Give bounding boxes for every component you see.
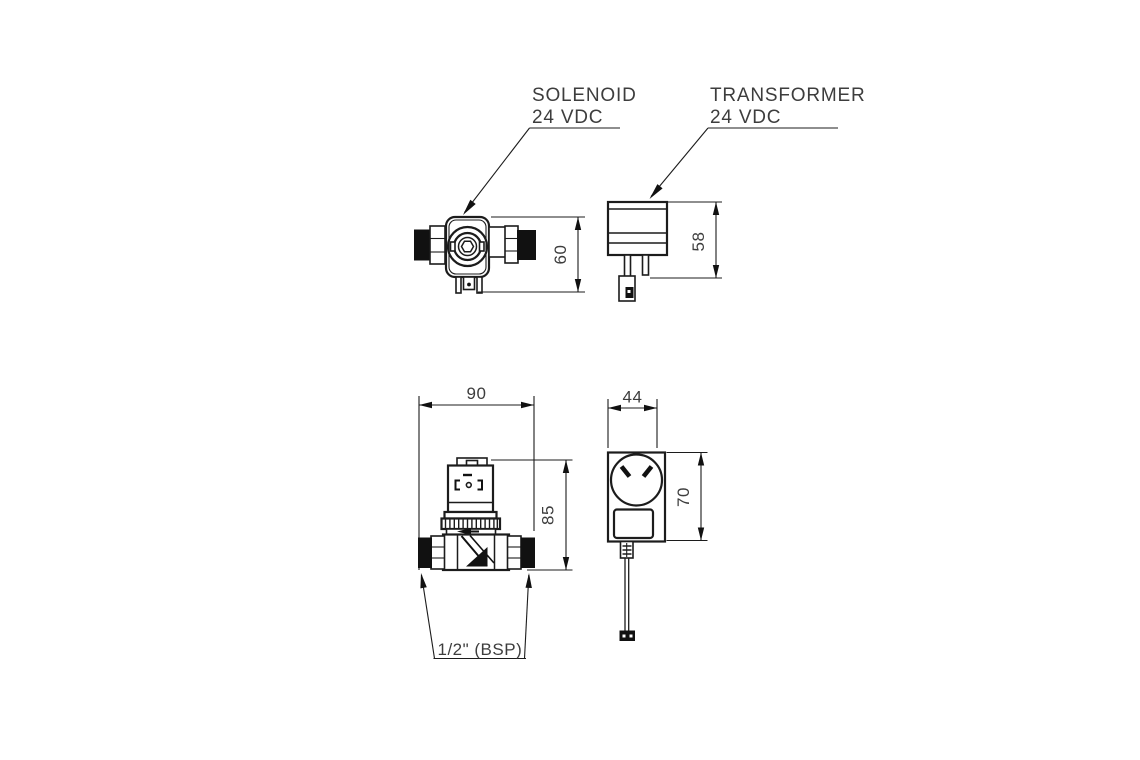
dim60-arrow-up-icon: [574, 217, 582, 230]
knurl-hatching: [444, 518, 498, 529]
cable-end-connector: [619, 630, 635, 641]
transformer-leader-line: [650, 127, 709, 197]
cable-connector-body: [619, 630, 635, 641]
dim70-arrow-up-icon: [697, 452, 705, 466]
transformer-side-pin-right: [641, 254, 650, 276]
transformer-side-body: [606, 200, 669, 257]
dimension-valve-front-width: 90: [418, 384, 535, 570]
dimension-transformer-front-height: 70: [666, 451, 708, 542]
dim85-value: 85: [539, 505, 558, 525]
dim58-arrow-down-icon: [712, 265, 720, 278]
socket-slot-left: [619, 465, 632, 478]
dim90-value: 90: [467, 384, 487, 403]
transformer-side-connector-notch: [627, 290, 631, 293]
solenoid-valve-side-view: [414, 215, 536, 294]
dimension-transformer-side-height: 58: [650, 201, 722, 279]
dimension-transformer-front-width: 44: [607, 388, 658, 448]
valve-internal-passage-line: [460, 535, 488, 567]
transformer-side-pin-left: [623, 254, 632, 278]
dim85-arrow-up-icon: [562, 460, 570, 473]
solenoid-valve-front-view: 90: [418, 384, 573, 660]
valve-side-pin-hole: [467, 282, 471, 287]
thread-size-callout: 1/2" (BSP): [420, 573, 532, 660]
thread-size-label: 1/2" (BSP): [438, 640, 523, 659]
dim44-arrow-right-icon: [644, 404, 657, 412]
transformer-callout-subtitle: 24 VDC: [710, 107, 781, 128]
dim44-arrow-left-icon: [608, 404, 621, 412]
valve-side-face-outer-circle: [446, 225, 489, 268]
transformer-front-view: 44 70: [606, 388, 708, 641]
dim85-arrow-down-icon: [562, 557, 570, 570]
solenoid-callout-subtitle: 24 VDC: [532, 107, 603, 128]
valve-side-right-threaded-pipe: [517, 230, 536, 260]
valve-side-left-hex-nut: [429, 225, 446, 265]
valve-side-left-threaded-pipe: [414, 229, 431, 261]
dimension-valve-front-height: 85: [491, 459, 573, 571]
thread-leader-left: [420, 574, 436, 659]
transformer-callout: TRANSFORMER 24 VDC: [649, 85, 866, 199]
thread-leader-left-arrow-icon: [420, 573, 427, 589]
cable-connector-contact: [629, 634, 633, 638]
socket-slot-right: [641, 465, 654, 478]
dim60-arrow-down-icon: [574, 279, 582, 292]
dim58-arrow-up-icon: [712, 202, 720, 215]
valve-side-face-left-tab: [449, 241, 456, 252]
valve-side-right-boss: [488, 226, 507, 258]
dim90-arrow-left-icon: [419, 401, 432, 409]
cable-connector-contact: [622, 634, 626, 638]
valve-front-right-hex-nut: [506, 535, 522, 570]
dim70-arrow-down-icon: [697, 527, 705, 541]
cable-strain-relief: [619, 540, 634, 559]
valve-internal-passage-line: [469, 534, 495, 564]
valve-side-face-hex-nut: [460, 240, 475, 253]
dim58-value: 58: [689, 232, 708, 252]
valve-side-right-hex-nut: [504, 225, 519, 264]
transformer-callout-title: TRANSFORMER: [710, 85, 866, 106]
valve-front-right-threaded-pipe: [520, 537, 535, 568]
flow-direction-arrow-icon: [457, 528, 471, 535]
valve-front-left-threaded-pipe: [418, 537, 432, 568]
knurled-ring: [440, 517, 502, 531]
dim70-value: 70: [674, 487, 693, 507]
dim90-arrow-right-icon: [521, 401, 534, 409]
valve-side-connector-pin-right: [476, 276, 483, 294]
transformer-side-view: [606, 200, 669, 302]
thread-leader-right: [523, 574, 530, 659]
thread-leader-right-arrow-icon: [525, 573, 532, 588]
solenoid-callout-title: SOLENOID: [532, 85, 637, 106]
transformer-socket-face: [609, 453, 664, 507]
coil-face-left-bracket-mark: [454, 479, 460, 491]
solenoid-leader-arrow-icon: [463, 199, 476, 215]
valve-side-face-inner-circle: [457, 236, 478, 257]
coil-face-center-dot: [465, 481, 472, 489]
transformer-label-plate: [612, 508, 655, 540]
solenoid-leader-line: [464, 127, 530, 213]
output-cable: [624, 558, 630, 631]
valve-side-face-right-tab: [478, 241, 485, 252]
dim44-value: 44: [623, 388, 643, 407]
valve-side-connector-pin-left: [455, 276, 462, 294]
dimension-solenoid-side-height: 60: [478, 216, 585, 293]
dim60-value: 60: [551, 245, 570, 265]
coil-face-right-bracket-mark: [477, 479, 483, 491]
transformer-leader-arrow-icon: [649, 184, 663, 199]
solenoid-callout: SOLENOID 24 VDC: [463, 85, 637, 215]
valve-front-left-hex-nut: [430, 535, 446, 570]
